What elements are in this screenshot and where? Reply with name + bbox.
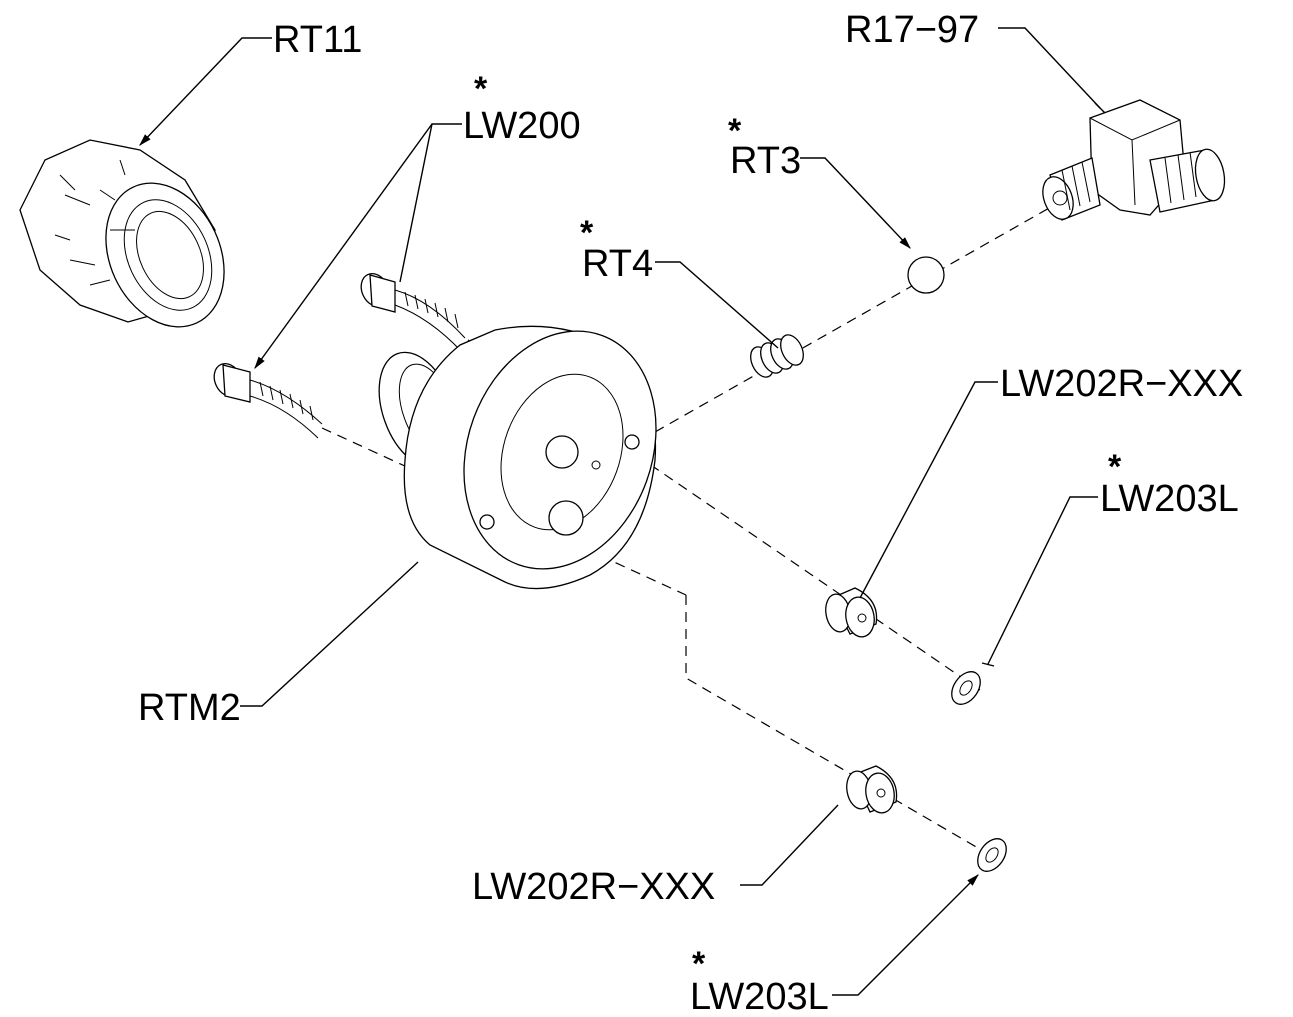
star-lw203l-lower: *: [692, 945, 706, 983]
label-lw203l-lower: LW203L: [690, 976, 829, 1017]
label-rt4: RT4: [582, 243, 653, 285]
washer-lower-drawing: [977, 838, 1007, 872]
washer-upper-drawing: [951, 671, 981, 705]
star-lw203l-upper: *: [1108, 448, 1122, 486]
label-lw200: LW200: [463, 105, 581, 147]
label-r17-97: R17−97: [845, 9, 979, 51]
spacer-lower-drawing: [846, 765, 898, 814]
star-lw200: *: [474, 70, 488, 108]
rt11-nut-drawing: [19, 139, 225, 328]
cap-screw-lower-drawing: [213, 362, 323, 439]
star-rt4: *: [580, 214, 594, 252]
label-lw202r-upper: LW202R−XXX: [1000, 363, 1243, 405]
label-lw202r-lower: LW202R−XXX: [472, 866, 715, 908]
leader-lines: [139, 27, 1106, 996]
label-rt3: RT3: [730, 140, 801, 182]
rtm2-body-drawing: [378, 325, 657, 590]
cap-screw-upper-drawing: [360, 272, 466, 353]
part-labels: RT11 * LW200 R17−97 * RT3 * RT4 LW202R−X…: [138, 9, 1243, 1017]
star-rt3: *: [728, 112, 742, 150]
label-lw203l-upper: LW203L: [1100, 478, 1239, 520]
r17-97-elbow-drawing: [1042, 99, 1226, 221]
label-rtm2: RTM2: [138, 687, 241, 729]
rt4-spring-drawing: [750, 334, 804, 378]
label-rt11: RT11: [273, 19, 362, 61]
spacer-upper-drawing: [825, 587, 878, 638]
rt3-ball-drawing: [907, 256, 945, 294]
